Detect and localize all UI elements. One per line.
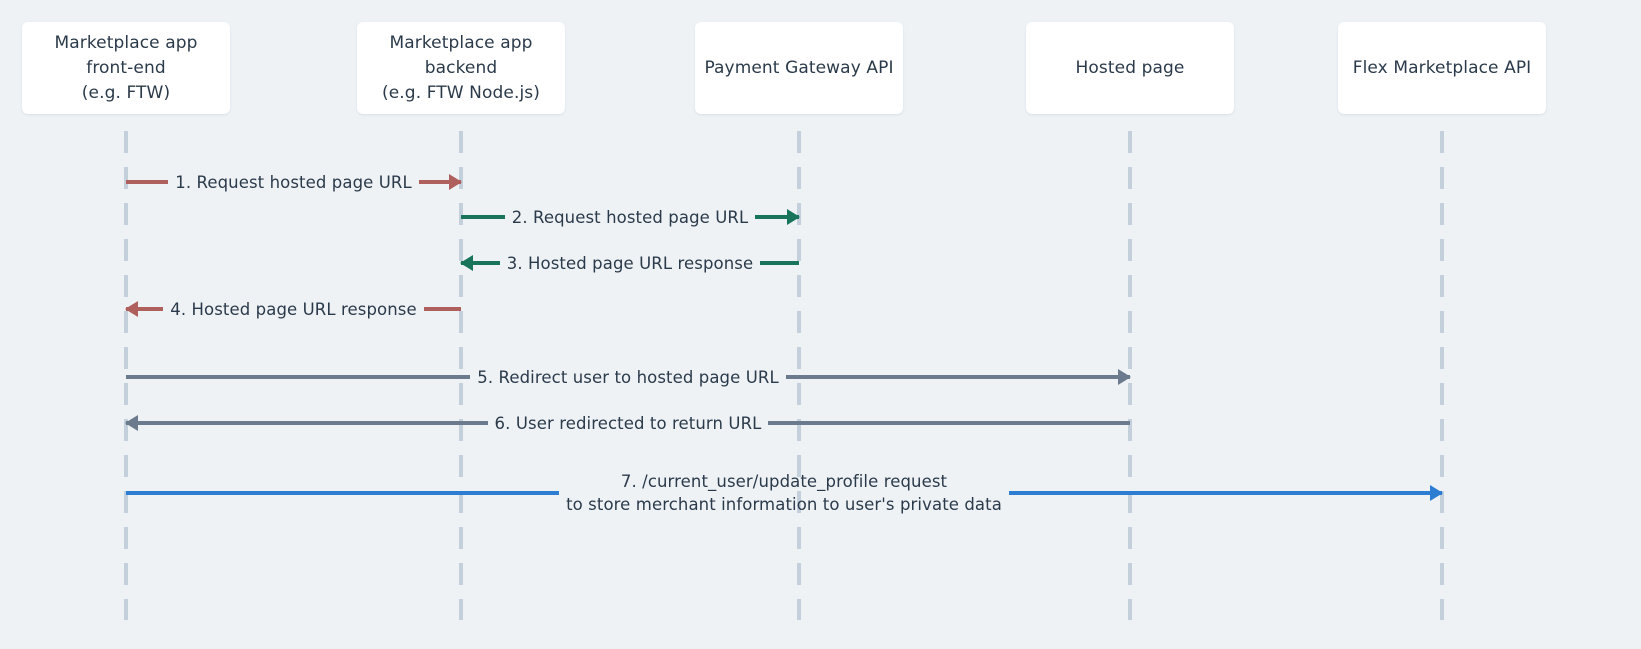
message-2-line-left xyxy=(461,215,505,219)
message-3-line-right xyxy=(760,261,800,265)
participant-label-frontend: Marketplace app front-end (e.g. FTW) xyxy=(54,32,198,103)
message-6-line-left xyxy=(125,415,488,431)
arrowhead-left-icon xyxy=(460,255,473,271)
message-4-line-left xyxy=(125,301,164,317)
participant-label-flexapi: Flex Marketplace API xyxy=(1352,57,1532,78)
message-4-line-right xyxy=(423,307,462,311)
message-5-line-right xyxy=(785,369,1131,385)
message-5-line-left xyxy=(126,375,471,379)
message-5-label: 5. Redirect user to hosted page URL xyxy=(477,367,779,387)
arrowhead-right-icon xyxy=(1118,369,1131,385)
message-1-line-right xyxy=(418,174,463,190)
participant-box-gateway: Payment Gateway API xyxy=(695,22,903,114)
participant-label-hostedpage: Hosted page xyxy=(1075,57,1185,78)
message-1-label: 1. Request hosted page URL xyxy=(175,172,412,192)
participant-box-hostedpage: Hosted page xyxy=(1026,22,1234,114)
message-2-label: 2. Request hosted page URL xyxy=(511,207,749,227)
arrowhead-right-icon xyxy=(449,174,463,190)
message-6-label: 6. User redirected to return URL xyxy=(494,413,762,433)
message-3-line-left xyxy=(460,255,500,271)
message-7-label: 7. /current_user/update_profile request … xyxy=(566,472,1002,514)
message-4-label: 4. Hosted page URL response xyxy=(170,299,417,319)
arrowhead-left-icon xyxy=(125,415,138,431)
participant-box-backend: Marketplace app backend (e.g. FTW Node.j… xyxy=(357,22,565,114)
message-3-label: 3. Hosted page URL response xyxy=(506,253,754,273)
participant-box-frontend: Marketplace app front-end (e.g. FTW) xyxy=(22,22,230,114)
arrowhead-right-icon xyxy=(787,209,801,225)
participant-label-backend: Marketplace app backend (e.g. FTW Node.j… xyxy=(382,32,540,103)
arrowhead-left-icon xyxy=(125,301,138,317)
lifeline-flexapi xyxy=(1440,131,1444,620)
message-7-line-left xyxy=(126,491,560,495)
participant-box-flexapi: Flex Marketplace API xyxy=(1338,22,1546,114)
message-6-line-right xyxy=(768,421,1130,425)
arrowhead-right-icon xyxy=(1430,485,1443,501)
message-2-line-right xyxy=(755,209,801,225)
message-1-line-left xyxy=(126,180,169,184)
message-7-line-right xyxy=(1008,485,1443,501)
participant-label-gateway: Payment Gateway API xyxy=(704,57,894,78)
